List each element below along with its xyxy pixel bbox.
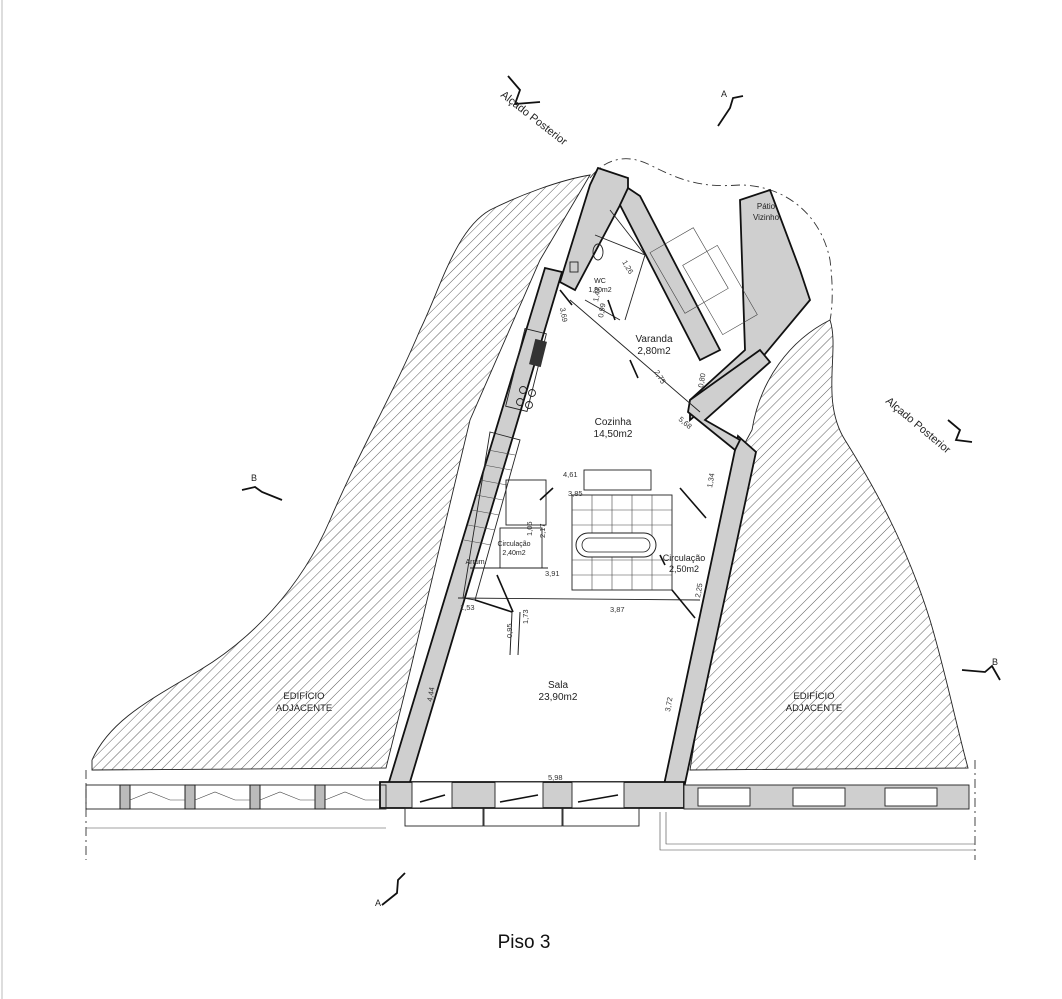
adjacent-left-line2: ADJACENTE bbox=[276, 703, 332, 714]
patio-stair bbox=[649, 227, 729, 314]
dim-3-91: 3,91 bbox=[545, 569, 560, 578]
kitchen-counter bbox=[505, 327, 547, 413]
wall-varanda bbox=[618, 186, 722, 362]
section-b-left-label: B bbox=[251, 473, 257, 483]
section-marker-a-top bbox=[717, 95, 744, 127]
toilet-icon bbox=[592, 243, 604, 261]
adjacent-building-left-hatch bbox=[91, 174, 591, 771]
adjacent-building-right-hatch bbox=[689, 319, 969, 771]
circulacao-left-name: Circulação bbox=[497, 541, 530, 548]
door-swings bbox=[474, 289, 707, 619]
arrum-name: Arrum. bbox=[466, 559, 487, 566]
dim-3-69: 3,69 bbox=[558, 307, 569, 323]
dim-1-47: 1,47 bbox=[591, 286, 602, 302]
facade-windows-center bbox=[404, 781, 640, 827]
facade-windows-right bbox=[659, 784, 975, 851]
hob-icon bbox=[519, 386, 527, 394]
section-marker-b-right bbox=[961, 664, 1001, 681]
stair-well bbox=[575, 532, 657, 558]
plot-boundary bbox=[589, 158, 833, 321]
patio-label-line2: Vizinho bbox=[753, 213, 780, 222]
sink-icon bbox=[529, 338, 547, 368]
facade-windows-left bbox=[85, 784, 387, 829]
dim-2-17: 2,17 bbox=[538, 523, 547, 538]
kitchen-varanda-wall bbox=[569, 299, 701, 413]
hob-icon-4 bbox=[525, 401, 533, 409]
central-stair bbox=[571, 494, 673, 591]
wall-stub-2 bbox=[517, 611, 521, 656]
wc-name: WC bbox=[594, 278, 606, 285]
section-marker-a-bottom bbox=[381, 872, 406, 906]
dim-3-72: 3,72 bbox=[663, 696, 674, 712]
cozinha-name: Cozinha bbox=[595, 417, 632, 428]
dim-1-26: 1,26 bbox=[620, 259, 635, 276]
circulacao-left-area: 2,40m2 bbox=[502, 550, 525, 557]
exterior-wall-top bbox=[558, 166, 629, 292]
hob-icon-3 bbox=[516, 398, 524, 406]
dim-2-75: 2,75 bbox=[652, 368, 667, 385]
section-a-top-label: A bbox=[721, 89, 727, 99]
circulacao-left-box bbox=[505, 479, 547, 526]
wall-stub bbox=[509, 611, 513, 656]
wc-wall-2 bbox=[594, 234, 646, 256]
section-a-bottom-label: A bbox=[375, 898, 381, 908]
hob-icon-2 bbox=[528, 389, 536, 397]
varanda-name: Varanda bbox=[635, 334, 673, 345]
stair-well-inner bbox=[581, 537, 651, 553]
wc-area: 1,80m2 bbox=[588, 287, 611, 294]
varanda-area: 2,80m2 bbox=[637, 346, 671, 357]
wc-wall bbox=[609, 209, 646, 256]
sala-top-wall bbox=[457, 597, 701, 601]
patio-box bbox=[682, 244, 758, 336]
dim-1-06: 1,06 bbox=[525, 521, 534, 536]
adjacent-left-line1: EDIFÍCIO bbox=[283, 691, 324, 702]
dim-2-25: 2,25 bbox=[693, 582, 704, 598]
alcado-posterior-right-label: Alçado Posterior bbox=[883, 395, 953, 456]
section-marker-alcado-right bbox=[947, 419, 973, 443]
sala-area: 23,90m2 bbox=[539, 692, 578, 703]
alcado-posterior-top-label: Alçado Posterior bbox=[498, 89, 569, 148]
dim-3-85: 3,85 bbox=[568, 489, 583, 498]
dim-1-73: 1,73 bbox=[521, 609, 530, 624]
patio-label-line1: Pátio bbox=[757, 202, 776, 211]
adjacent-right-line2: ADJACENTE bbox=[786, 703, 842, 714]
dim-4-61: 4,61 bbox=[563, 470, 578, 479]
section-marker-b-left bbox=[241, 486, 283, 501]
sala-name: Sala bbox=[548, 680, 568, 691]
basin-icon bbox=[569, 261, 579, 273]
dim-0-95: 0,95 bbox=[505, 623, 514, 638]
stair-landing bbox=[583, 469, 652, 491]
circulacao-left-box-2 bbox=[499, 527, 543, 569]
adjacent-right-line1: EDIFÍCIO bbox=[793, 691, 834, 702]
dim-0-99: 0,99 bbox=[596, 302, 607, 318]
dim-0-80: 0,80 bbox=[696, 372, 707, 388]
circulacao-right-name: Circulação bbox=[663, 553, 706, 563]
dim-1-53: 1,53 bbox=[460, 603, 475, 612]
section-marker-alcado-top bbox=[507, 75, 541, 106]
floor-title: Piso 3 bbox=[498, 932, 551, 953]
wall-varanda-lower bbox=[687, 348, 772, 452]
dim-5-98: 5,98 bbox=[548, 773, 563, 782]
section-b-right-label: B bbox=[992, 657, 998, 667]
plot-boundary-bottom bbox=[85, 760, 976, 860]
dim-3-87: 3,87 bbox=[610, 605, 625, 614]
cozinha-area: 14,50m2 bbox=[594, 429, 633, 440]
dim-1-34: 1,34 bbox=[705, 472, 716, 488]
dim-4-44: 4,44 bbox=[425, 686, 436, 702]
left-stair-treads bbox=[463, 449, 516, 546]
circulacao-right-area: 2,50m2 bbox=[669, 564, 699, 574]
wc-wall-3 bbox=[624, 254, 646, 321]
